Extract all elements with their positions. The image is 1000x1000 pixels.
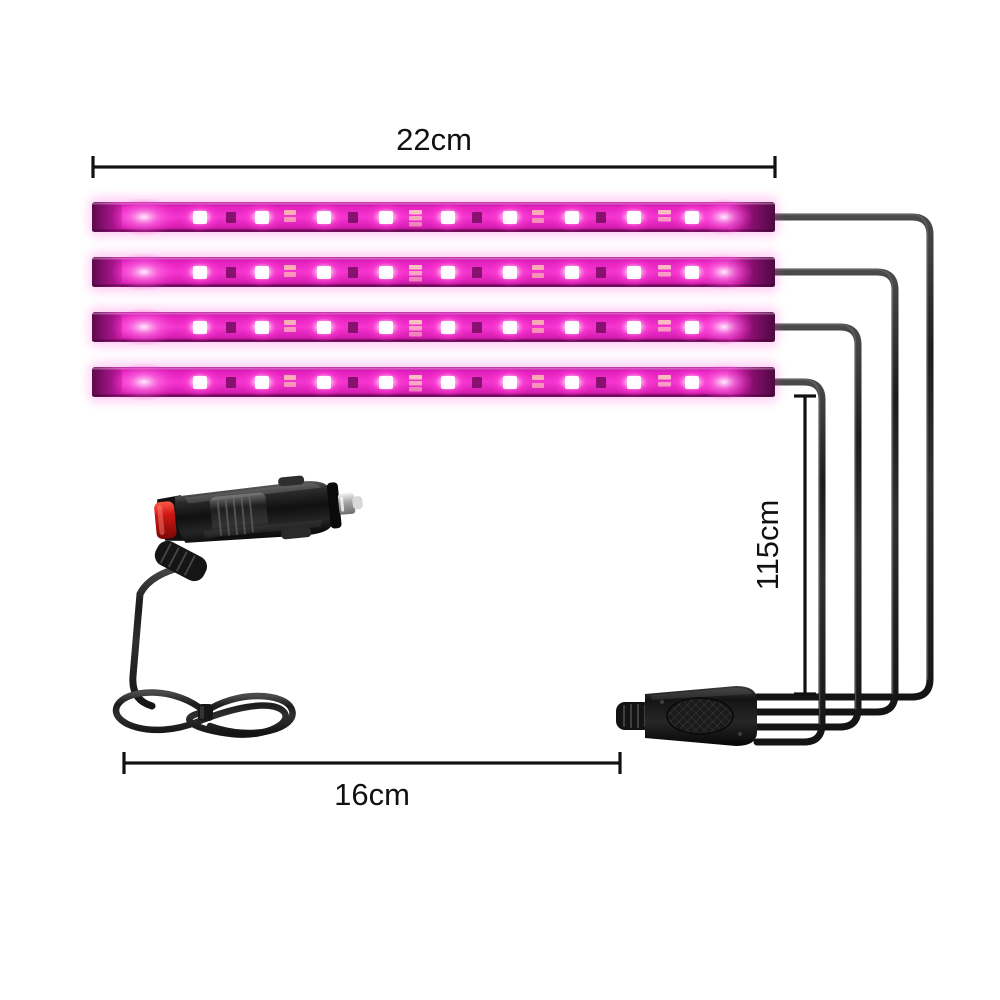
plug-grip-ribs <box>209 492 269 539</box>
dimension-strip-length: 22cm <box>91 122 777 178</box>
led-strip-4 <box>89 362 778 402</box>
plug-power-button[interactable] <box>154 501 177 540</box>
cable-harness <box>753 213 934 746</box>
plug-strain-relief <box>154 540 208 582</box>
dimension-label-22cm: 22cm <box>396 122 472 157</box>
junction-splitter-box <box>616 686 757 746</box>
plug-lead-cable <box>129 562 649 720</box>
cable-loop-bow <box>112 689 296 738</box>
strip-1-cable <box>753 213 934 701</box>
dimension-label-115cm: 115cm <box>750 500 785 591</box>
led-strip-3 <box>89 307 778 347</box>
cable-tie-knot <box>198 704 213 721</box>
led-strip-2 <box>89 252 778 292</box>
cable-highlights <box>774 213 929 725</box>
strip-4-cable <box>753 378 826 746</box>
dimension-plug-lead-length: 16cm <box>122 752 622 812</box>
car-cigarette-lighter-plug <box>154 475 363 582</box>
strip-2-cable <box>753 268 899 716</box>
led-strip-1 <box>89 197 778 237</box>
strip-3-cable <box>753 323 862 731</box>
dimension-harness-length: 115cm <box>750 394 816 696</box>
dimension-label-16cm: 16cm <box>334 777 410 812</box>
plug-metal-tip <box>337 492 363 515</box>
led-strip-group <box>89 197 778 402</box>
